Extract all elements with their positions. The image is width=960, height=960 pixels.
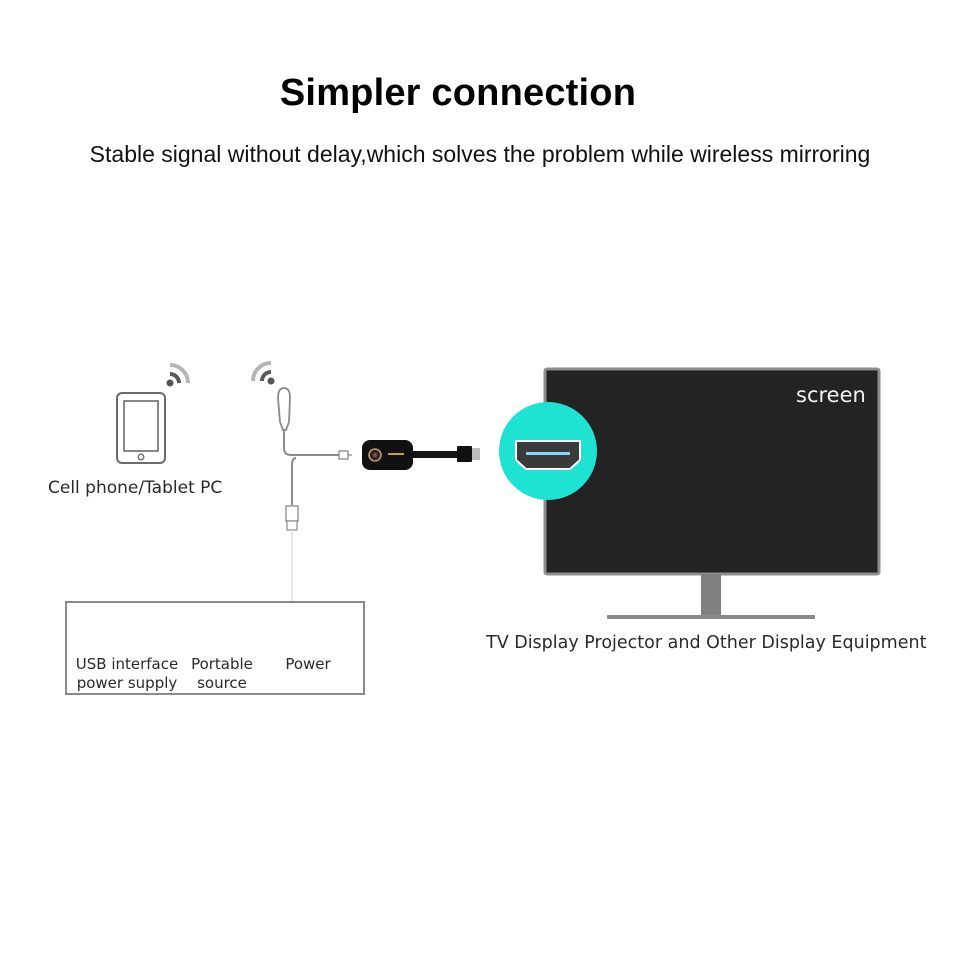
power-option-label: USB interface [75, 655, 179, 673]
tablet-icon [116, 392, 166, 464]
source-device-label: Cell phone/Tablet PC [48, 478, 223, 498]
power-option-label: power supply [76, 674, 178, 692]
power-option-label: source [197, 674, 247, 692]
screen-label: screen [796, 383, 866, 407]
power-option-portable: Portable source [187, 655, 257, 693]
display-device-label: TV Display Projector and Other Display E… [486, 633, 927, 653]
power-option-adapter: Power [273, 655, 343, 674]
power-option-usb: USB interface power supply [73, 655, 181, 693]
power-option-label: Power [285, 655, 331, 673]
page-subtitle: Stable signal without delay,which solves… [89, 141, 871, 167]
wifi-signal-icon [251, 361, 275, 385]
page-title: Simpler connection [279, 72, 637, 114]
wifi-signal-icon [166, 363, 190, 387]
wireless-display-dongle-icon [362, 440, 480, 470]
power-options-box: USB interface power supply Portable sour… [65, 601, 365, 695]
hdmi-port-icon [499, 402, 597, 500]
usb-cable-icon [277, 387, 352, 601]
power-option-label: Portable [191, 655, 253, 673]
